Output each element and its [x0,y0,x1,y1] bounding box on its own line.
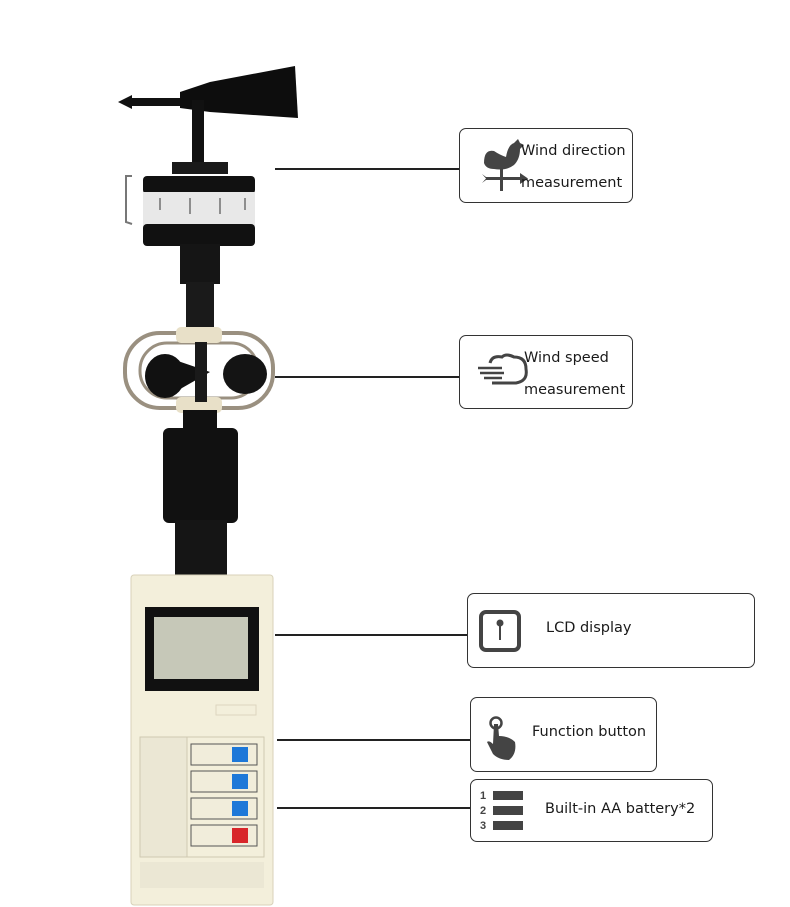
connector-line [275,376,459,378]
numbered-list-icon: 1 2 3 [480,788,536,833]
callout-label: Function button [532,724,647,740]
list-number: 3 [480,819,487,832]
wind-cups [123,327,275,413]
callout-label: Built-in AA battery*2 [545,801,696,817]
callout-function-button: Function button [470,697,657,772]
wind-cloud-icon [478,353,528,385]
callout-label: measurement [524,382,626,398]
callout-wind-direction: Wind direction measurement [459,128,633,203]
callout-battery: 1 2 3 Built-in AA battery*2 [470,779,713,842]
connector-line [275,634,467,636]
wind-vane [118,66,298,327]
callout-label: Wind direction [521,143,626,159]
device-button-key [232,774,248,789]
device-button-key [232,801,248,816]
anemometer-device [118,66,298,906]
weathervane-rooster-icon [482,139,528,191]
device-button-key [232,747,248,762]
connector-line [277,807,470,809]
tap-hand-icon [487,716,516,760]
device-body [130,574,274,906]
callout-wind-speed: Wind speed measurement [459,335,633,409]
connector-line [277,739,470,741]
callout-label: Wind speed [524,350,609,366]
connector-line [275,168,459,170]
callout-label: measurement [521,175,623,191]
list-number: 1 [480,789,487,802]
display-icon [479,610,521,652]
function-buttons [190,743,258,847]
device-button-key [232,828,248,843]
list-number: 2 [480,804,487,817]
callout-label: LCD display [546,620,632,636]
callout-lcd-display: LCD display [467,593,755,668]
